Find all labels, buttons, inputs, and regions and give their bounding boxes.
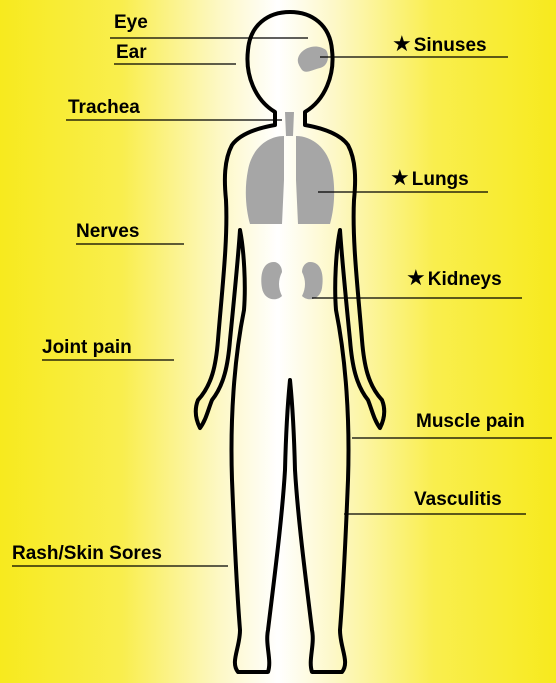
sinuses-label: ★Sinuses <box>392 33 487 55</box>
trachea-organ <box>285 112 294 136</box>
sinuses-text: Sinuses <box>414 35 487 56</box>
kidneys-label: ★Kidneys <box>406 267 502 289</box>
star-icon: ★ <box>406 265 426 290</box>
body-outline <box>196 12 384 672</box>
muscle-pain-label: Muscle pain <box>416 412 525 431</box>
vasculitis-label: Vasculitis <box>414 490 502 509</box>
star-icon: ★ <box>392 31 412 56</box>
lungs-text: Lungs <box>412 169 469 190</box>
right-kidney-organ <box>302 262 323 299</box>
eye-label: Eye <box>114 13 148 32</box>
sinus-organ <box>298 47 328 72</box>
kidneys-text: Kidneys <box>428 269 502 290</box>
rash-label: Rash/Skin Sores <box>12 544 162 563</box>
left-lung-organ <box>246 136 284 224</box>
trachea-label: Trachea <box>68 98 140 117</box>
right-lung-organ <box>296 136 334 224</box>
joint-pain-label: Joint pain <box>42 338 132 357</box>
ear-label: Ear <box>116 43 147 62</box>
nerves-label: Nerves <box>76 222 139 241</box>
star-icon: ★ <box>390 165 410 190</box>
lungs-label: ★Lungs <box>390 167 469 189</box>
left-kidney-organ <box>261 262 282 299</box>
